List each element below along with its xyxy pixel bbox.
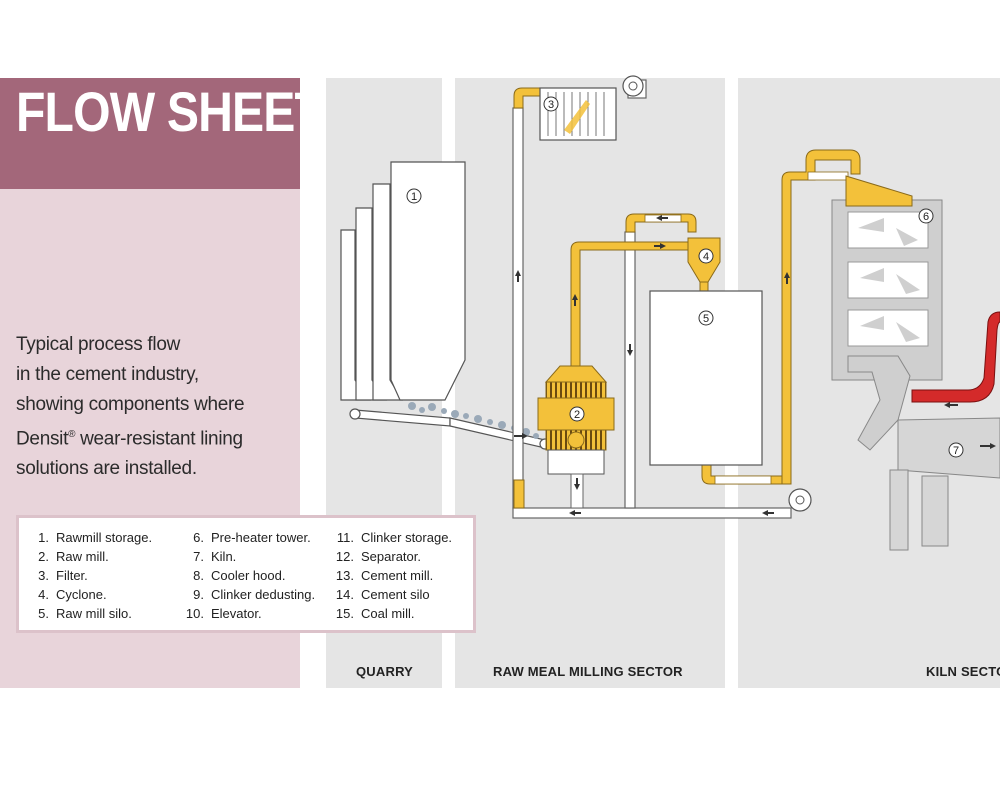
filter-unit (539, 87, 617, 141)
legend-item: 4.Cyclone. (38, 587, 107, 602)
description-line: showing components where (16, 394, 245, 415)
sector-label-quarry: QUARRY (356, 664, 414, 679)
description-line: in the cement industry, (16, 364, 199, 385)
legend-item: 1.Rawmill storage. (38, 530, 153, 545)
legend-column-2: 6.Pre-heater tower. 7.Kiln. 8.Cooler hoo… (174, 528, 315, 623)
registered-mark: ® (68, 429, 76, 440)
pre-heater-tower (831, 175, 943, 451)
component-legend: 1.Rawmill storage. 2.Raw mill. 3.Filter.… (16, 515, 476, 633)
description-line: solutions are installed. (16, 458, 197, 480)
flow-arrows (514, 215, 996, 516)
marker-2 (569, 406, 585, 422)
marker-3 (543, 96, 559, 112)
legend-item: 6.Pre-heater tower. (193, 530, 311, 545)
marker-6-label: 6 (923, 211, 929, 223)
duct-window (714, 475, 772, 485)
legend-item: 10.Elevator. (185, 606, 262, 621)
marker-4 (698, 248, 714, 264)
title-banner (0, 78, 300, 189)
mill-outlet-duct (570, 473, 584, 509)
legend-column-3: 11.Clinker storage. 12.Separator. 13.Cem… (324, 528, 452, 623)
description-line: Densit® wear-resistant lining (16, 420, 296, 454)
marker-6 (918, 208, 934, 224)
legend-item: 9.Clinker dedusting. (193, 587, 316, 602)
marker-7-label: 7 (953, 445, 959, 457)
brand-name: Densit (16, 428, 69, 450)
legend-item: 13.Cement mill. (335, 568, 434, 583)
marker-1 (406, 188, 422, 204)
tertiary-air-duct (911, 311, 1000, 403)
legend-item: 12.Separator. (335, 549, 421, 564)
sector-label-raw-meal: RAW MEAL MILLING SECTOR (493, 664, 683, 679)
legend-item: 11.Clinker storage. (336, 530, 453, 545)
marker-5-label: 5 (703, 313, 709, 325)
description-text: Typical process flow in the cement indus… (16, 330, 296, 484)
filter-fan-icon (622, 75, 644, 97)
legend-item: 8.Cooler hood. (193, 568, 286, 583)
description-line: Typical process flow (16, 334, 181, 355)
return-fan-hub-icon (795, 495, 805, 505)
legend-item: 14.Cement silo (335, 587, 430, 602)
component-markers: 1 2 3 4 5 6 7 (406, 96, 964, 458)
legend-item: 7.Kiln. (193, 549, 237, 564)
cyclone-unit (687, 237, 721, 293)
marker-5 (698, 310, 714, 326)
legend-item: 2.Raw mill. (38, 549, 109, 564)
legend-item: 15.Coal mill. (335, 606, 415, 621)
marker-2-label: 2 (574, 409, 580, 421)
description-line-rest: wear-resistant lining (75, 428, 243, 450)
legend-item: 3.Filter. (38, 568, 88, 583)
legend-column-1: 1.Rawmill storage. 2.Raw mill. 3.Filter.… (19, 528, 152, 623)
duct-window (807, 171, 849, 181)
marker-7 (948, 442, 964, 458)
return-fan-icon (788, 488, 812, 512)
rawmill-storage-silos (340, 161, 466, 401)
sector-label-kiln: KILN SECTOR (926, 664, 1000, 679)
kiln-unit (889, 417, 1000, 551)
marker-1-label: 1 (411, 191, 417, 203)
filter-fan-hub-icon (628, 81, 638, 91)
marker-3-label: 3 (548, 99, 554, 111)
raw-mill-unit (537, 365, 615, 475)
marker-4-label: 4 (703, 251, 709, 263)
legend-item: 5.Raw mill silo. (38, 606, 132, 621)
page-title: FLOW SHEET (16, 80, 324, 143)
